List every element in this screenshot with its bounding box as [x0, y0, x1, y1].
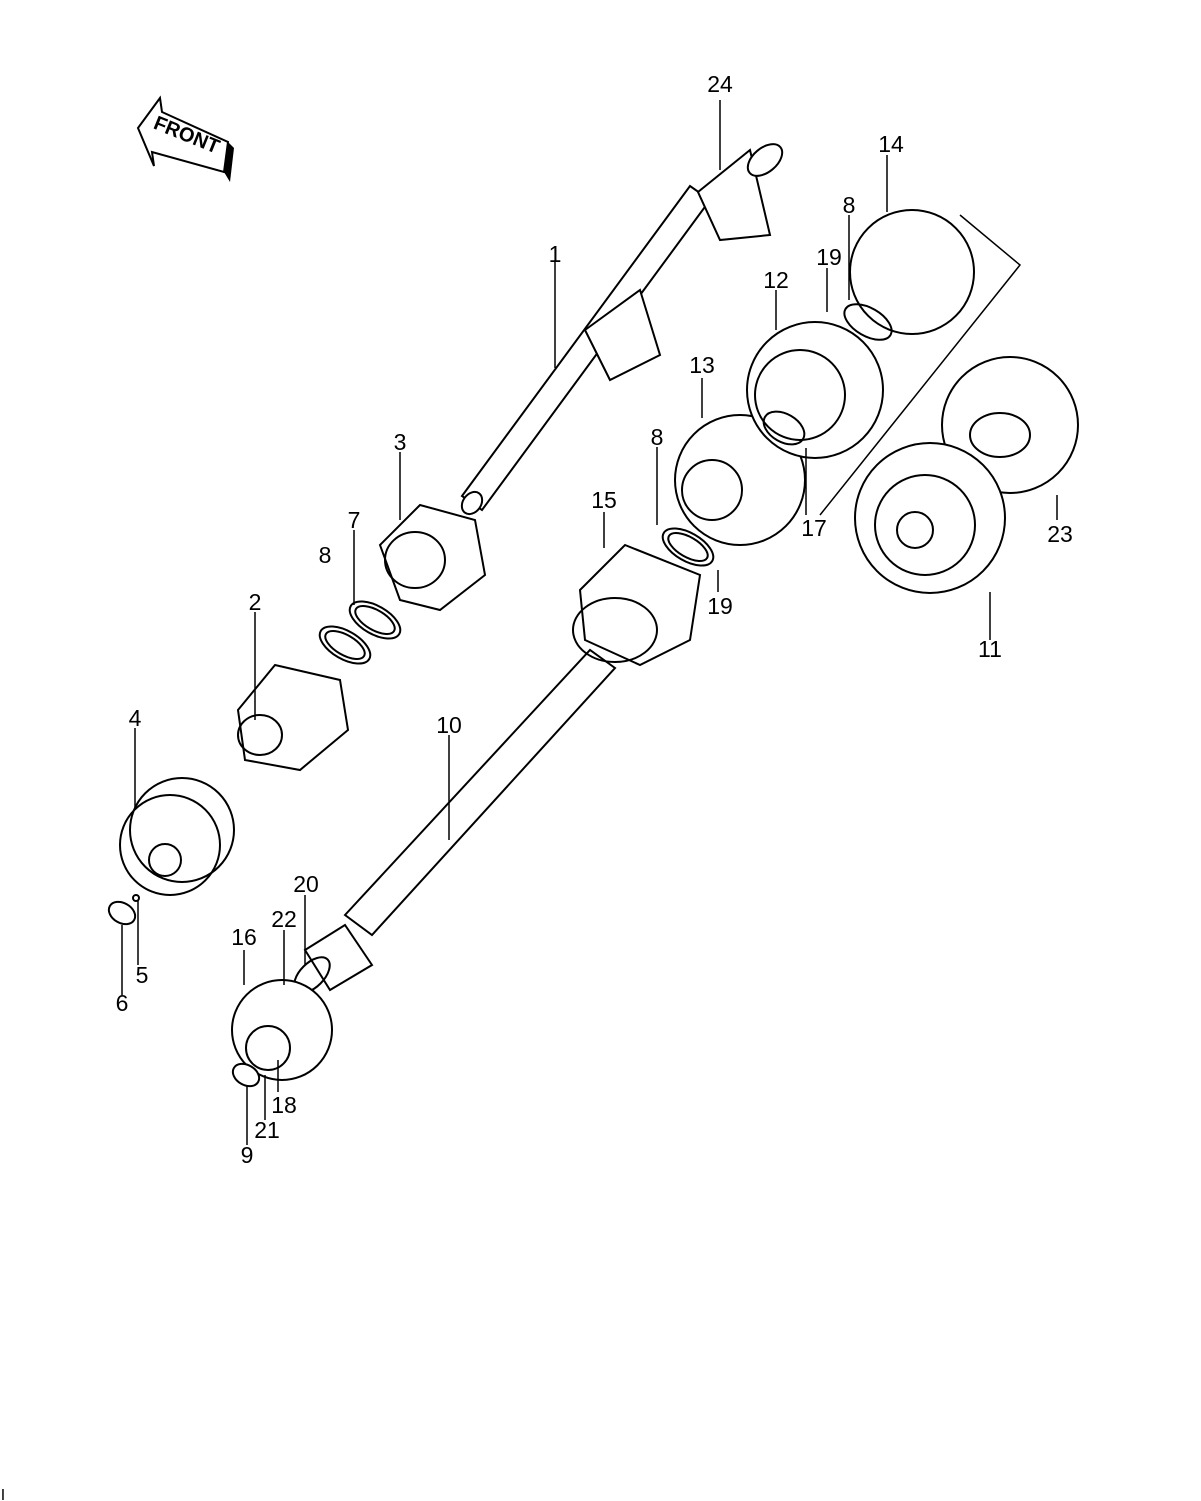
label-part-8-center: 8 — [651, 424, 664, 450]
gear-13 — [674, 414, 806, 546]
gear-14 — [843, 209, 975, 341]
circlip-8-center — [661, 527, 715, 567]
label-part-20: 20 — [293, 871, 319, 897]
label-part-13: 13 — [689, 352, 715, 378]
drive-shaft-10 — [293, 648, 617, 994]
label-part-14: 14 — [878, 131, 904, 157]
label-part-2: 2 — [249, 589, 262, 615]
label-part-7: 7 — [348, 507, 361, 533]
part-5-ball — [132, 894, 140, 902]
circlip-8-left — [318, 625, 372, 665]
mainshaft-1 — [460, 143, 784, 516]
group-bracket — [819, 214, 1022, 516]
gear-12 — [746, 321, 884, 459]
gear-11 — [854, 442, 1006, 594]
part-6-pin — [107, 900, 137, 926]
label-part-8-top: 8 — [843, 192, 856, 218]
part-number-labels: 1 2 3 4 5 6 7 8 8 8 9 10 11 12 13 14 15 … — [116, 71, 1073, 1168]
leader-lines — [121, 100, 1058, 1145]
label-part-22: 22 — [271, 906, 297, 932]
label-part-15: 15 — [591, 487, 617, 513]
label-part-17: 17 — [801, 515, 827, 541]
label-part-9: 9 — [241, 1142, 254, 1168]
circlip-7 — [348, 600, 402, 640]
label-part-1: 1 — [549, 241, 562, 267]
gear-15 — [572, 543, 702, 667]
label-part-12: 12 — [763, 267, 789, 293]
label-part-10: 10 — [436, 712, 462, 738]
label-part-19-center: 19 — [707, 593, 733, 619]
label-part-4: 4 — [129, 705, 142, 731]
label-part-3: 3 — [394, 429, 407, 455]
gear-2 — [236, 663, 350, 772]
label-part-18: 18 — [271, 1092, 297, 1118]
corner-mark: I — [1, 1487, 5, 1501]
gear-3 — [378, 503, 487, 612]
label-part-6: 6 — [116, 990, 129, 1016]
label-part-8-left: 8 — [319, 542, 332, 568]
front-arrow: FRONT — [136, 95, 234, 182]
label-part-11: 11 — [978, 636, 1002, 662]
gear-4 — [119, 777, 235, 896]
label-part-19-top: 19 — [816, 244, 842, 270]
gear-16 — [231, 979, 333, 1088]
label-part-16: 16 — [231, 924, 257, 950]
label-part-24: 24 — [707, 71, 733, 97]
label-part-21: 21 — [254, 1117, 280, 1143]
label-part-23: 23 — [1047, 521, 1073, 547]
label-part-5: 5 — [136, 962, 149, 988]
